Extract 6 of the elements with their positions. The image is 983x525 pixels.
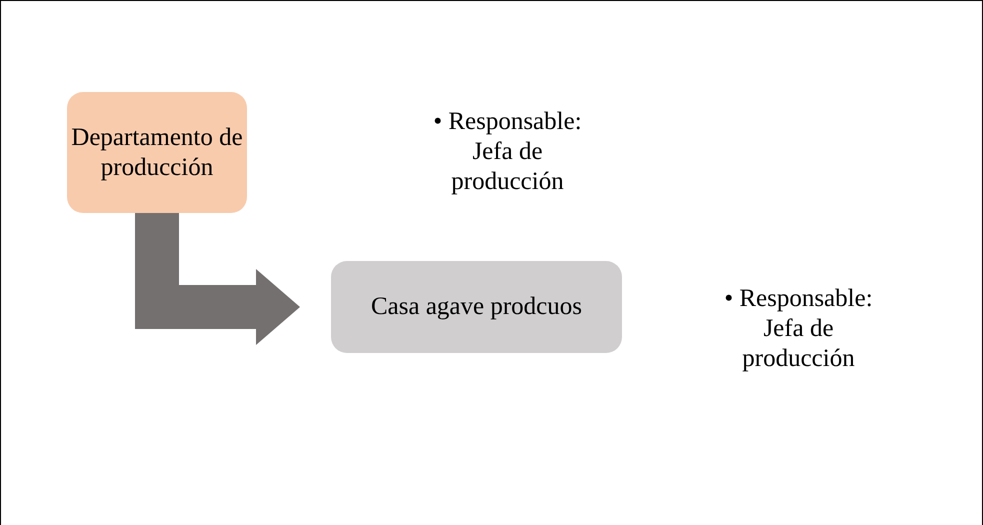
bullet-text: • Responsable: Jefa de producción — [723, 284, 874, 374]
process-box — [67, 92, 247, 213]
node-label: Departamento de producción — [70, 122, 244, 182]
node-label: Casa agave prodcuos — [370, 292, 582, 322]
bullet-text: • Responsable: Jefa de producción — [432, 107, 583, 197]
process-box — [331, 261, 622, 353]
